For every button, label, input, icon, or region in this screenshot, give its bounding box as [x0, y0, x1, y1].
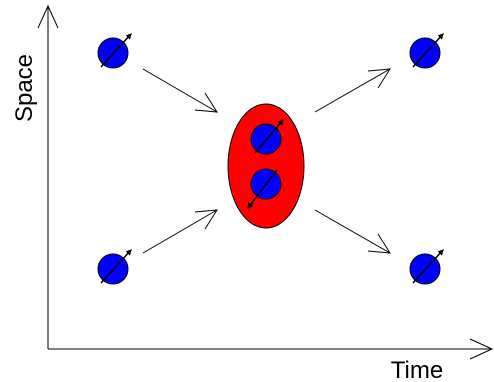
- particle-center-upper: [250, 119, 284, 155]
- spin-arrow-icon: [247, 169, 278, 209]
- spin-arrow-icon: [100, 249, 132, 284]
- particle-center-lower: [247, 168, 282, 209]
- particle-bottom-left: [97, 249, 132, 285]
- spin-arrow-icon: [412, 249, 444, 284]
- x-axis-arrowhead: [469, 338, 494, 360]
- y-axis-label: Space: [11, 54, 38, 122]
- particle-bottom-right: [409, 249, 444, 285]
- bound-region: [227, 103, 305, 229]
- spin-arrow-icon: [100, 33, 132, 68]
- x-axis-label: Time: [391, 357, 443, 382]
- particle-top-left: [97, 33, 132, 69]
- arrow-bottom-left-to-center: [142, 209, 218, 254]
- spin-arrow-icon: [254, 119, 284, 154]
- particle-top-right: [409, 33, 444, 69]
- spin-arrow-icon: [412, 33, 444, 68]
- arrow-top-left-to-center: [142, 68, 218, 113]
- arrow-center-to-bottom-right: [314, 209, 391, 254]
- y-axis-arrowhead: [37, 4, 59, 29]
- arrow-center-to-top-right: [314, 68, 391, 113]
- interaction-arrows: [142, 68, 391, 254]
- axes: [37, 4, 494, 360]
